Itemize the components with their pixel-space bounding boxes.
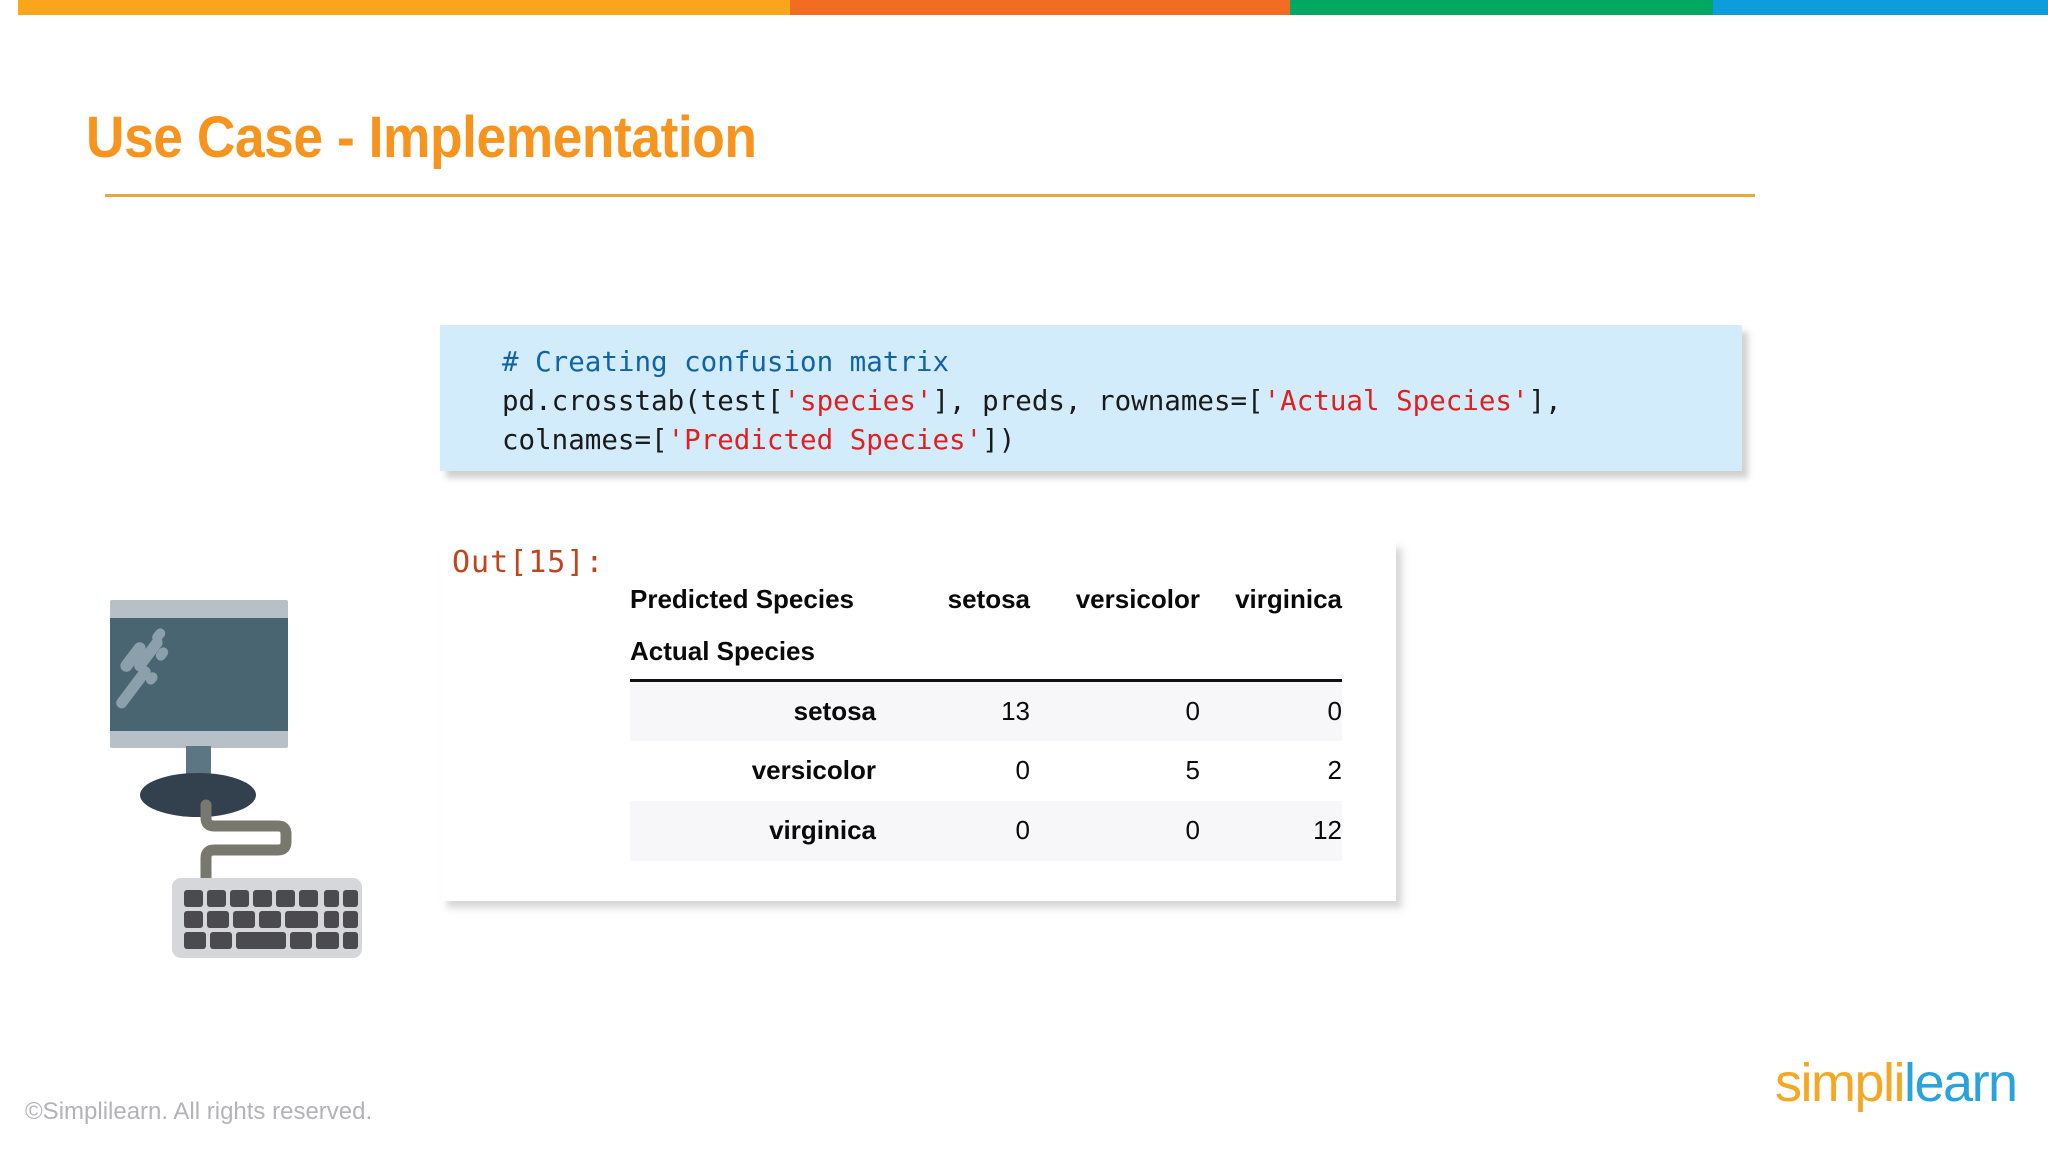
copyright-text: ©Simplilearn. All rights reserved. [25, 1098, 373, 1125]
spacer-cell [1200, 623, 1342, 682]
simplilearn-logo: simplilearn [1775, 1052, 2018, 1114]
confusion-matrix-table: Predicted Species setosa versicolor virg… [630, 575, 1342, 861]
code-token-plain: ], preds, rownames=[ [932, 385, 1264, 417]
code-block: # Creating confusion matrix pd.crosstab(… [440, 325, 1742, 471]
top-bar-segment-orange [790, 0, 1290, 15]
cell-virginica-virginica: 12 [1313, 815, 1342, 845]
column-header-setosa: setosa [947, 583, 1030, 614]
logo-text-i: i [1893, 1053, 1906, 1113]
top-bar-segment-green [1290, 0, 1713, 15]
column-header-versicolor: versicolor [1075, 583, 1200, 614]
logo-text-simpl: simpl [1775, 1053, 1895, 1113]
table-row: virginica 0 0 12 [630, 800, 1342, 861]
code-comment: # Creating confusion matrix [502, 346, 950, 378]
cell-setosa-versicolor: 0 [1185, 695, 1200, 726]
monitor-cable [200, 799, 292, 884]
spacer-cell [880, 623, 1030, 682]
code-token-string-species: 'species' [783, 385, 933, 417]
logo-text-learn: learn [1904, 1053, 2018, 1113]
desktop-computer-icon [110, 600, 362, 958]
code-token-string-predicted-species: 'Predicted Species' [667, 424, 983, 456]
cell-versicolor-versicolor: 5 [1185, 755, 1200, 785]
table-index-name-row: Actual Species [630, 623, 1342, 682]
code-text: # Creating confusion matrix pd.crosstab(… [502, 343, 1562, 460]
table-row: versicolor 0 5 2 [630, 741, 1342, 801]
row-index-name: Actual Species [630, 623, 880, 682]
row-label-virginica: virginica [769, 815, 876, 845]
output-prompt-label: Out[15]: [452, 545, 605, 580]
output-card [441, 541, 1396, 901]
cell-setosa-virginica: 0 [1327, 695, 1342, 726]
screen-glare-icon [116, 628, 169, 709]
table-header-row: Predicted Species setosa versicolor virg… [630, 575, 1342, 623]
top-bar-segment-white [0, 0, 18, 15]
keyboard-keys [184, 890, 358, 949]
code-token-plain: ]) [982, 424, 1016, 456]
top-bar-segment-yellow [18, 0, 790, 15]
page-title: Use Case - Implementation [86, 105, 757, 170]
column-index-name: Predicted Species [630, 583, 854, 614]
spacer-cell [1030, 623, 1200, 682]
code-token-plain: ], [1528, 385, 1562, 417]
cell-versicolor-virginica: 2 [1327, 755, 1342, 785]
row-label-setosa: setosa [793, 695, 876, 726]
code-token-string-actual-species: 'Actual Species' [1263, 385, 1529, 417]
cell-virginica-setosa: 0 [1015, 815, 1030, 845]
cell-setosa-setosa: 13 [1001, 695, 1030, 726]
cell-versicolor-setosa: 0 [1015, 755, 1030, 785]
code-token-plain: pd.crosstab(test[ [502, 385, 784, 417]
monitor-stand-base [140, 773, 256, 817]
top-color-bar [0, 0, 2048, 15]
code-token-plain: colnames=[ [502, 424, 668, 456]
column-header-virginica: virginica [1235, 583, 1342, 614]
cell-virginica-versicolor: 0 [1185, 815, 1200, 845]
top-bar-segment-blue [1713, 0, 2048, 15]
table-row: setosa 13 0 0 [630, 680, 1342, 741]
row-label-versicolor: versicolor [751, 755, 876, 785]
title-underline-rule [105, 194, 1755, 197]
